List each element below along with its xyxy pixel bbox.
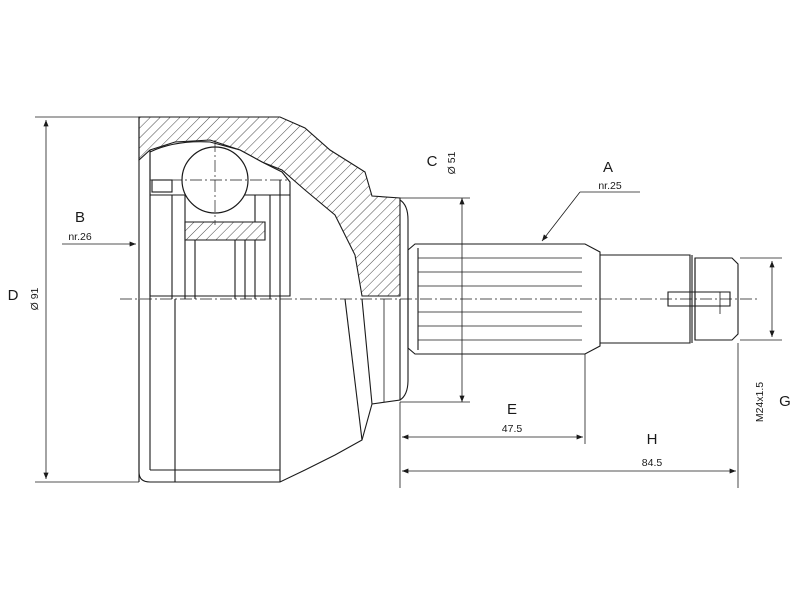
- dim-E-value: 47.5: [502, 423, 523, 435]
- dim-C-value: Ø 51: [446, 151, 458, 174]
- dim-G-value: M24x1.5: [754, 382, 766, 422]
- dim-A-letter: A: [603, 159, 613, 176]
- dim-C-letter: C: [427, 153, 438, 170]
- dim-H-letter: H: [647, 431, 658, 448]
- dim-G-letter: G: [779, 393, 791, 410]
- dim-B-letter: B: [75, 209, 85, 226]
- dim-G: G M24x1.5: [740, 257, 791, 422]
- outer-housing: [138, 116, 409, 483]
- dim-D: D Ø 91: [8, 116, 139, 483]
- dim-C: C Ø 51: [400, 151, 470, 403]
- dim-E-letter: E: [507, 401, 517, 418]
- dim-H: H 84.5: [402, 343, 739, 488]
- dim-A-value: nr.25: [598, 180, 622, 192]
- dim-D-value: Ø 91: [29, 287, 41, 310]
- dim-B-value: nr.26: [68, 231, 92, 243]
- splined-shaft: [407, 243, 739, 355]
- dim-E: E 47.5: [399, 354, 586, 488]
- dim-B: B nr.26: [62, 209, 136, 247]
- inner-race: [150, 140, 290, 299]
- dim-D-letter: D: [8, 287, 19, 304]
- dim-H-value: 84.5: [642, 457, 663, 469]
- dim-A: A nr.25: [541, 159, 640, 242]
